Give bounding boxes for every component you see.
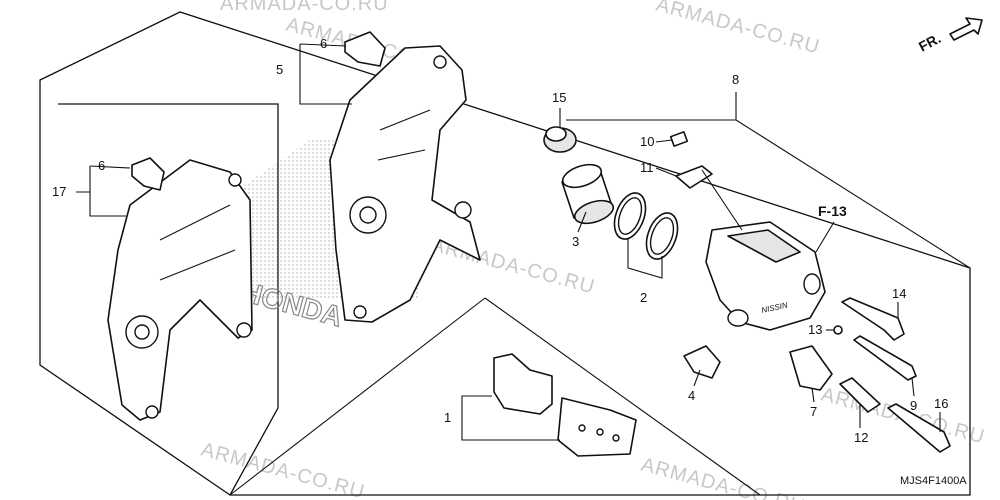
callout-3-leader <box>577 211 587 233</box>
callout-13: 13 <box>808 322 822 337</box>
callout-9-leader <box>911 377 915 397</box>
part-12-bushing <box>839 377 881 413</box>
callout-14: 14 <box>892 286 906 301</box>
part-10-bleeder <box>669 131 689 147</box>
callout-6-leader <box>299 43 347 47</box>
callout-8-leader <box>566 92 737 121</box>
part-2-seals <box>613 192 679 260</box>
callout-12: 12 <box>854 430 868 445</box>
assembly-frame <box>39 11 971 496</box>
callout-6: 6 <box>98 158 105 173</box>
callout-6: 6 <box>320 36 327 51</box>
part-7-boot <box>789 345 833 391</box>
callout-3: 3 <box>572 234 579 249</box>
callout-11: 11 <box>640 160 654 175</box>
callout-2: 2 <box>640 290 647 305</box>
part-8-caliper: NISSIN <box>705 221 826 331</box>
part-16-bolt <box>887 403 951 453</box>
callout-17-leader <box>76 166 126 217</box>
part-1-pads <box>493 353 637 457</box>
part-14-pin <box>841 297 905 341</box>
callout-10-leader <box>655 139 673 143</box>
watermark: ARMADA-CO.RU <box>220 0 389 15</box>
part-9-pin <box>853 335 917 381</box>
part-3-piston <box>561 163 615 225</box>
caliper-group-line <box>484 297 761 496</box>
callout-5: 5 <box>276 62 283 77</box>
diagram-code: MJS4F1400A <box>900 475 967 487</box>
part-15-boot <box>543 126 577 153</box>
callout-8: 8 <box>732 72 739 87</box>
callout-4-leader <box>693 369 701 387</box>
part-17-bracket <box>107 159 253 421</box>
callout-4: 4 <box>688 388 695 403</box>
callout-17: 17 <box>52 184 66 199</box>
reference-label: F-13 <box>818 203 847 219</box>
callout-11-leader <box>701 169 743 231</box>
reference-leader <box>815 221 835 253</box>
part-5-bracket <box>329 45 481 323</box>
part-13-ring <box>833 325 843 335</box>
callout-8-leader <box>735 119 971 269</box>
part-6-clip-main <box>344 31 386 67</box>
callout-5-leader <box>299 44 352 105</box>
callout-11-leader <box>655 167 677 177</box>
callout-6-inset-leader <box>89 165 131 169</box>
direction-label: FR. <box>916 30 943 55</box>
callout-7-leader <box>811 387 815 403</box>
callout-16: 16 <box>934 396 948 411</box>
callout-2-leader <box>627 238 663 279</box>
part-4-spring <box>683 345 721 379</box>
callout-7: 7 <box>810 404 817 419</box>
caliper-group-line <box>229 297 486 496</box>
callout-10: 10 <box>640 134 654 149</box>
watermark: ARMADA-CO.RU <box>639 454 808 500</box>
callout-15: 15 <box>552 90 566 105</box>
forward-arrow-icon <box>949 17 983 41</box>
part-6-clip-inset <box>131 157 165 191</box>
callout-9: 9 <box>910 398 917 413</box>
watermark: ARMADA-CO.RU <box>654 0 823 58</box>
callout-1-leader <box>461 395 560 441</box>
callout-1: 1 <box>444 410 451 425</box>
